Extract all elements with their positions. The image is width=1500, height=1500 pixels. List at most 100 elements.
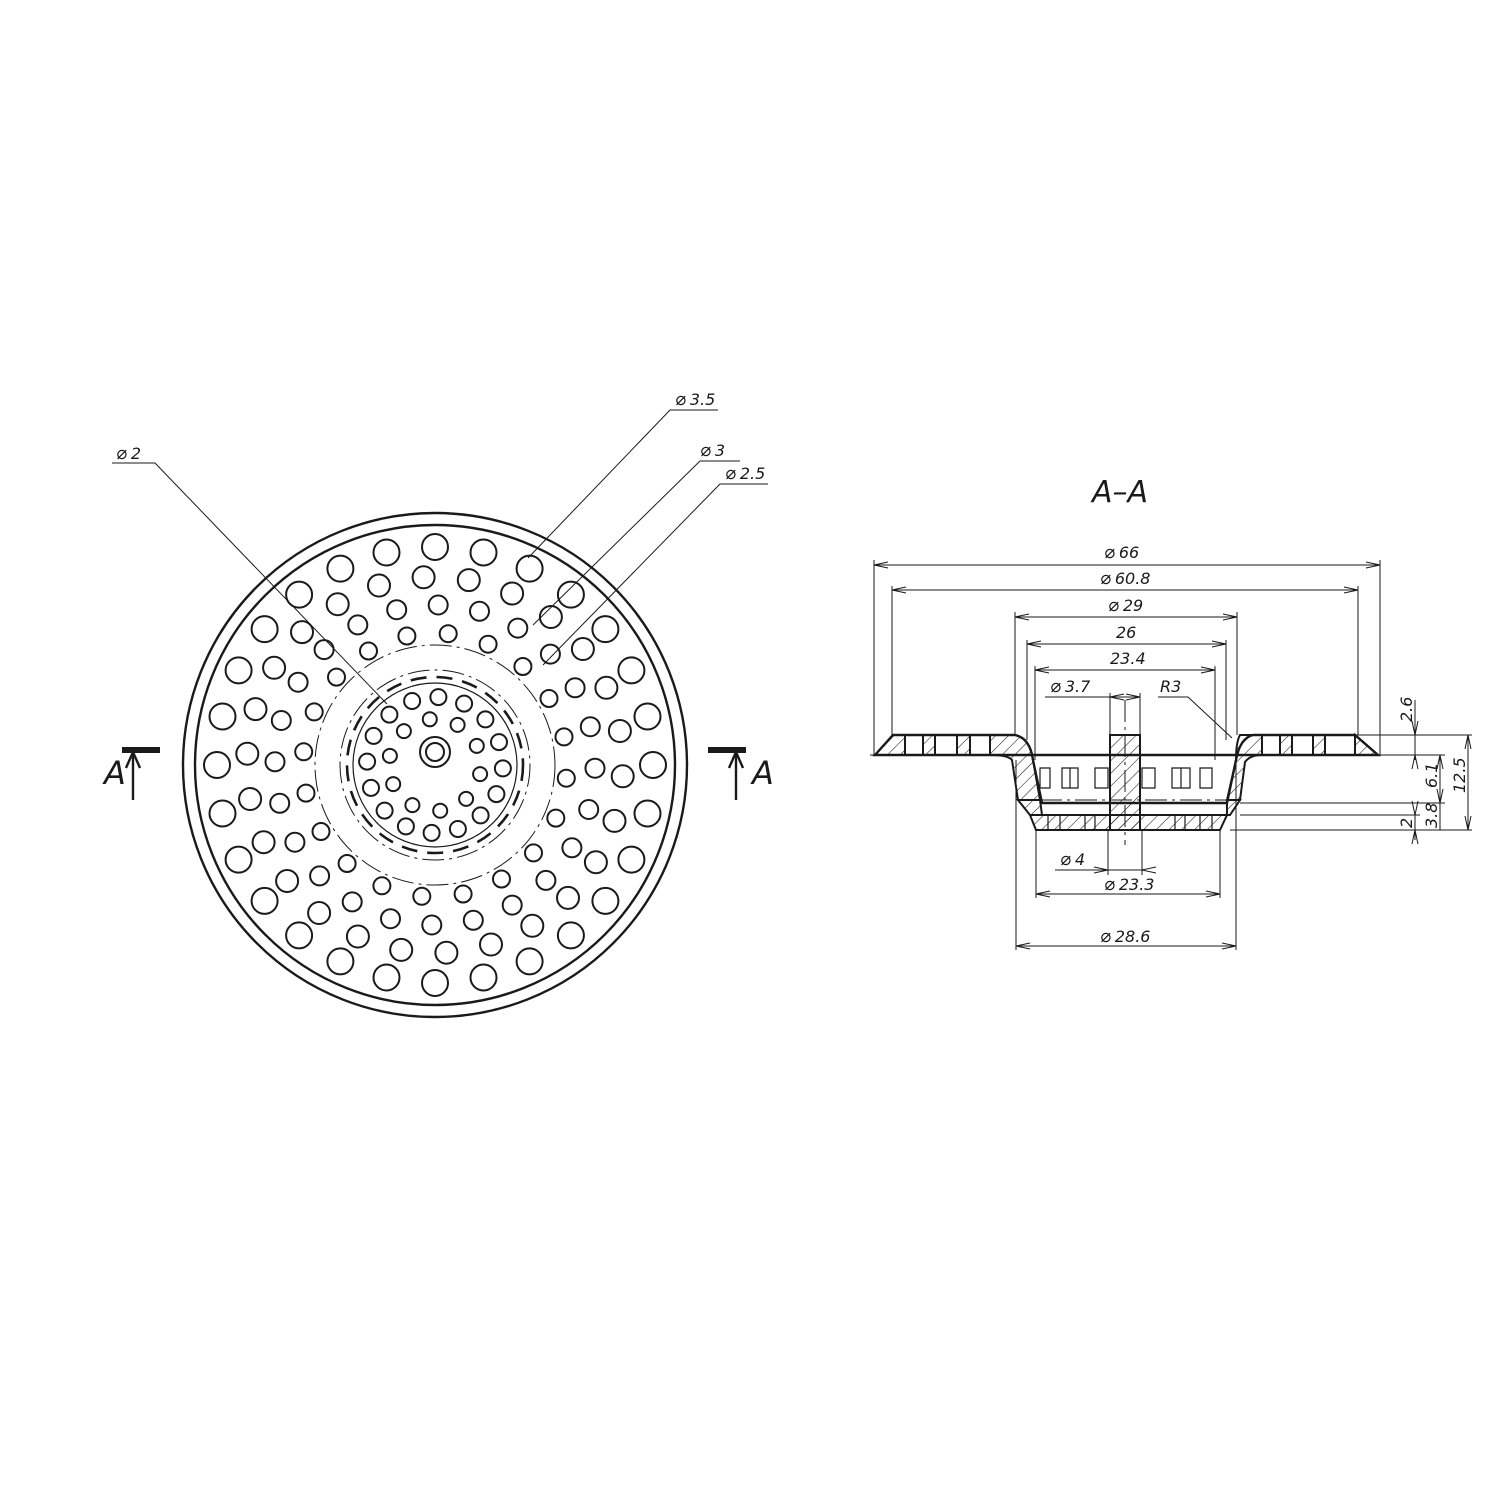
perforation-hole [269, 792, 291, 814]
perforation-hole [539, 689, 559, 708]
dim-26: 26 [1026, 623, 1227, 740]
svg-text:⌀66: ⌀66 [1104, 542, 1139, 563]
perforation-hole [243, 697, 268, 722]
perforation-hole [594, 675, 619, 700]
perforation-hole [337, 854, 357, 873]
perforation-hole [362, 778, 380, 797]
perforation-hole [492, 869, 511, 889]
perforation-hole [583, 850, 608, 875]
svg-text:6.1: 6.1 [1422, 763, 1441, 788]
perforation-hole [438, 624, 458, 644]
perforation-hole [270, 710, 292, 731]
perforation-hole [535, 869, 557, 891]
svg-text:⌀2.5: ⌀2.5 [725, 463, 765, 484]
outer-rim-circle [181, 511, 689, 1019]
perforation-hole [584, 757, 606, 779]
perforation-hole [469, 963, 498, 992]
perforation-hole [490, 733, 508, 752]
dim-23-4: 23.4 [1034, 649, 1216, 760]
perforation-hole [591, 886, 620, 915]
perforation-hole [456, 568, 481, 593]
perforation-hole [285, 921, 314, 950]
perforation-hole [500, 581, 525, 606]
perforation-hole [224, 656, 253, 685]
section-title: A–A [1090, 475, 1148, 510]
perforation-hole [421, 969, 449, 997]
perforation-hole [539, 643, 561, 665]
hidden-slot-ring [345, 675, 525, 855]
perforation-hole [429, 688, 448, 707]
perforation-hole [564, 677, 586, 699]
svg-text:⌀60.8: ⌀60.8 [1100, 568, 1150, 589]
perforation-hole [372, 876, 392, 896]
perforation-hole [479, 932, 503, 957]
dim-3-7: ⌀3.7 [1045, 676, 1141, 735]
perforation-hole [422, 823, 441, 842]
perforation-hole [203, 751, 231, 779]
perforation-hole [639, 751, 667, 779]
perforation-hole [326, 554, 355, 583]
svg-text:⌀4: ⌀4 [1060, 849, 1085, 870]
perforation-hole [427, 594, 449, 616]
svg-text:⌀23.3: ⌀23.3 [1104, 874, 1154, 895]
perforation-hole [570, 637, 595, 661]
perforation-hole [578, 799, 600, 820]
perforation-hole [345, 924, 370, 949]
leader-d3: ⌀3 [532, 440, 740, 626]
svg-text:⌀3.7: ⌀3.7 [1050, 676, 1091, 697]
svg-text:⌀28.6: ⌀28.6 [1100, 926, 1150, 947]
perforation-hole [602, 808, 627, 833]
perforation-hole [313, 639, 335, 661]
svg-text:⌀2: ⌀2 [116, 443, 141, 464]
section-view: A–A [870, 475, 1472, 950]
leader-d35: ⌀3.5 [527, 389, 718, 559]
perforation-hole [579, 716, 601, 738]
perforation-hole [507, 617, 529, 639]
perforation-hole [359, 641, 378, 661]
perforation-hole [375, 801, 394, 820]
perforation-hole [238, 787, 263, 811]
svg-text:12.5: 12.5 [1450, 757, 1469, 793]
perforation-hole [250, 886, 279, 915]
section-mark-right: A [708, 747, 774, 800]
svg-text:⌀3: ⌀3 [700, 440, 725, 461]
perforation-hole [224, 845, 253, 874]
perforation-hole [462, 909, 484, 931]
perforation-hole [554, 727, 574, 747]
perforation-hole [453, 884, 473, 904]
perforation-hole [287, 671, 309, 693]
perforation-hole [358, 752, 377, 771]
perforation-hole [380, 908, 401, 930]
perforation-hole [386, 599, 408, 621]
perforation-hole [327, 667, 346, 687]
dim-60-8: ⌀60.8 [891, 568, 1359, 735]
pitch-circle [314, 644, 556, 886]
perforation-hole [617, 656, 646, 685]
perforation-hole [285, 580, 314, 609]
perforation-hole [487, 785, 506, 804]
section-profile [870, 700, 1385, 845]
perforation-hole [591, 615, 620, 644]
perforation-hole [468, 737, 485, 754]
perforation-hole [411, 565, 436, 590]
section-mark-left: A [102, 747, 160, 800]
perforation-hole [524, 843, 543, 863]
perforation-hole [432, 802, 449, 819]
perforation-hole [381, 747, 398, 764]
perforation-hole [294, 742, 314, 762]
perforation-hole [372, 963, 401, 992]
svg-text:2: 2 [1397, 818, 1416, 828]
center-hole-outer [419, 736, 451, 768]
svg-text:2.6: 2.6 [1397, 697, 1416, 722]
perforation-hole [296, 783, 316, 803]
perforation-hole [403, 692, 422, 710]
perforation-hole [538, 605, 563, 629]
svg-text:23.4: 23.4 [1110, 649, 1146, 668]
perforation-hole [515, 554, 544, 583]
dim-r3: R3 [1158, 677, 1233, 739]
dim-4: ⌀4 [1055, 830, 1157, 875]
perforation-hole [556, 921, 585, 950]
svg-text:⌀3.5: ⌀3.5 [675, 389, 715, 410]
perforation-hole [309, 865, 331, 887]
